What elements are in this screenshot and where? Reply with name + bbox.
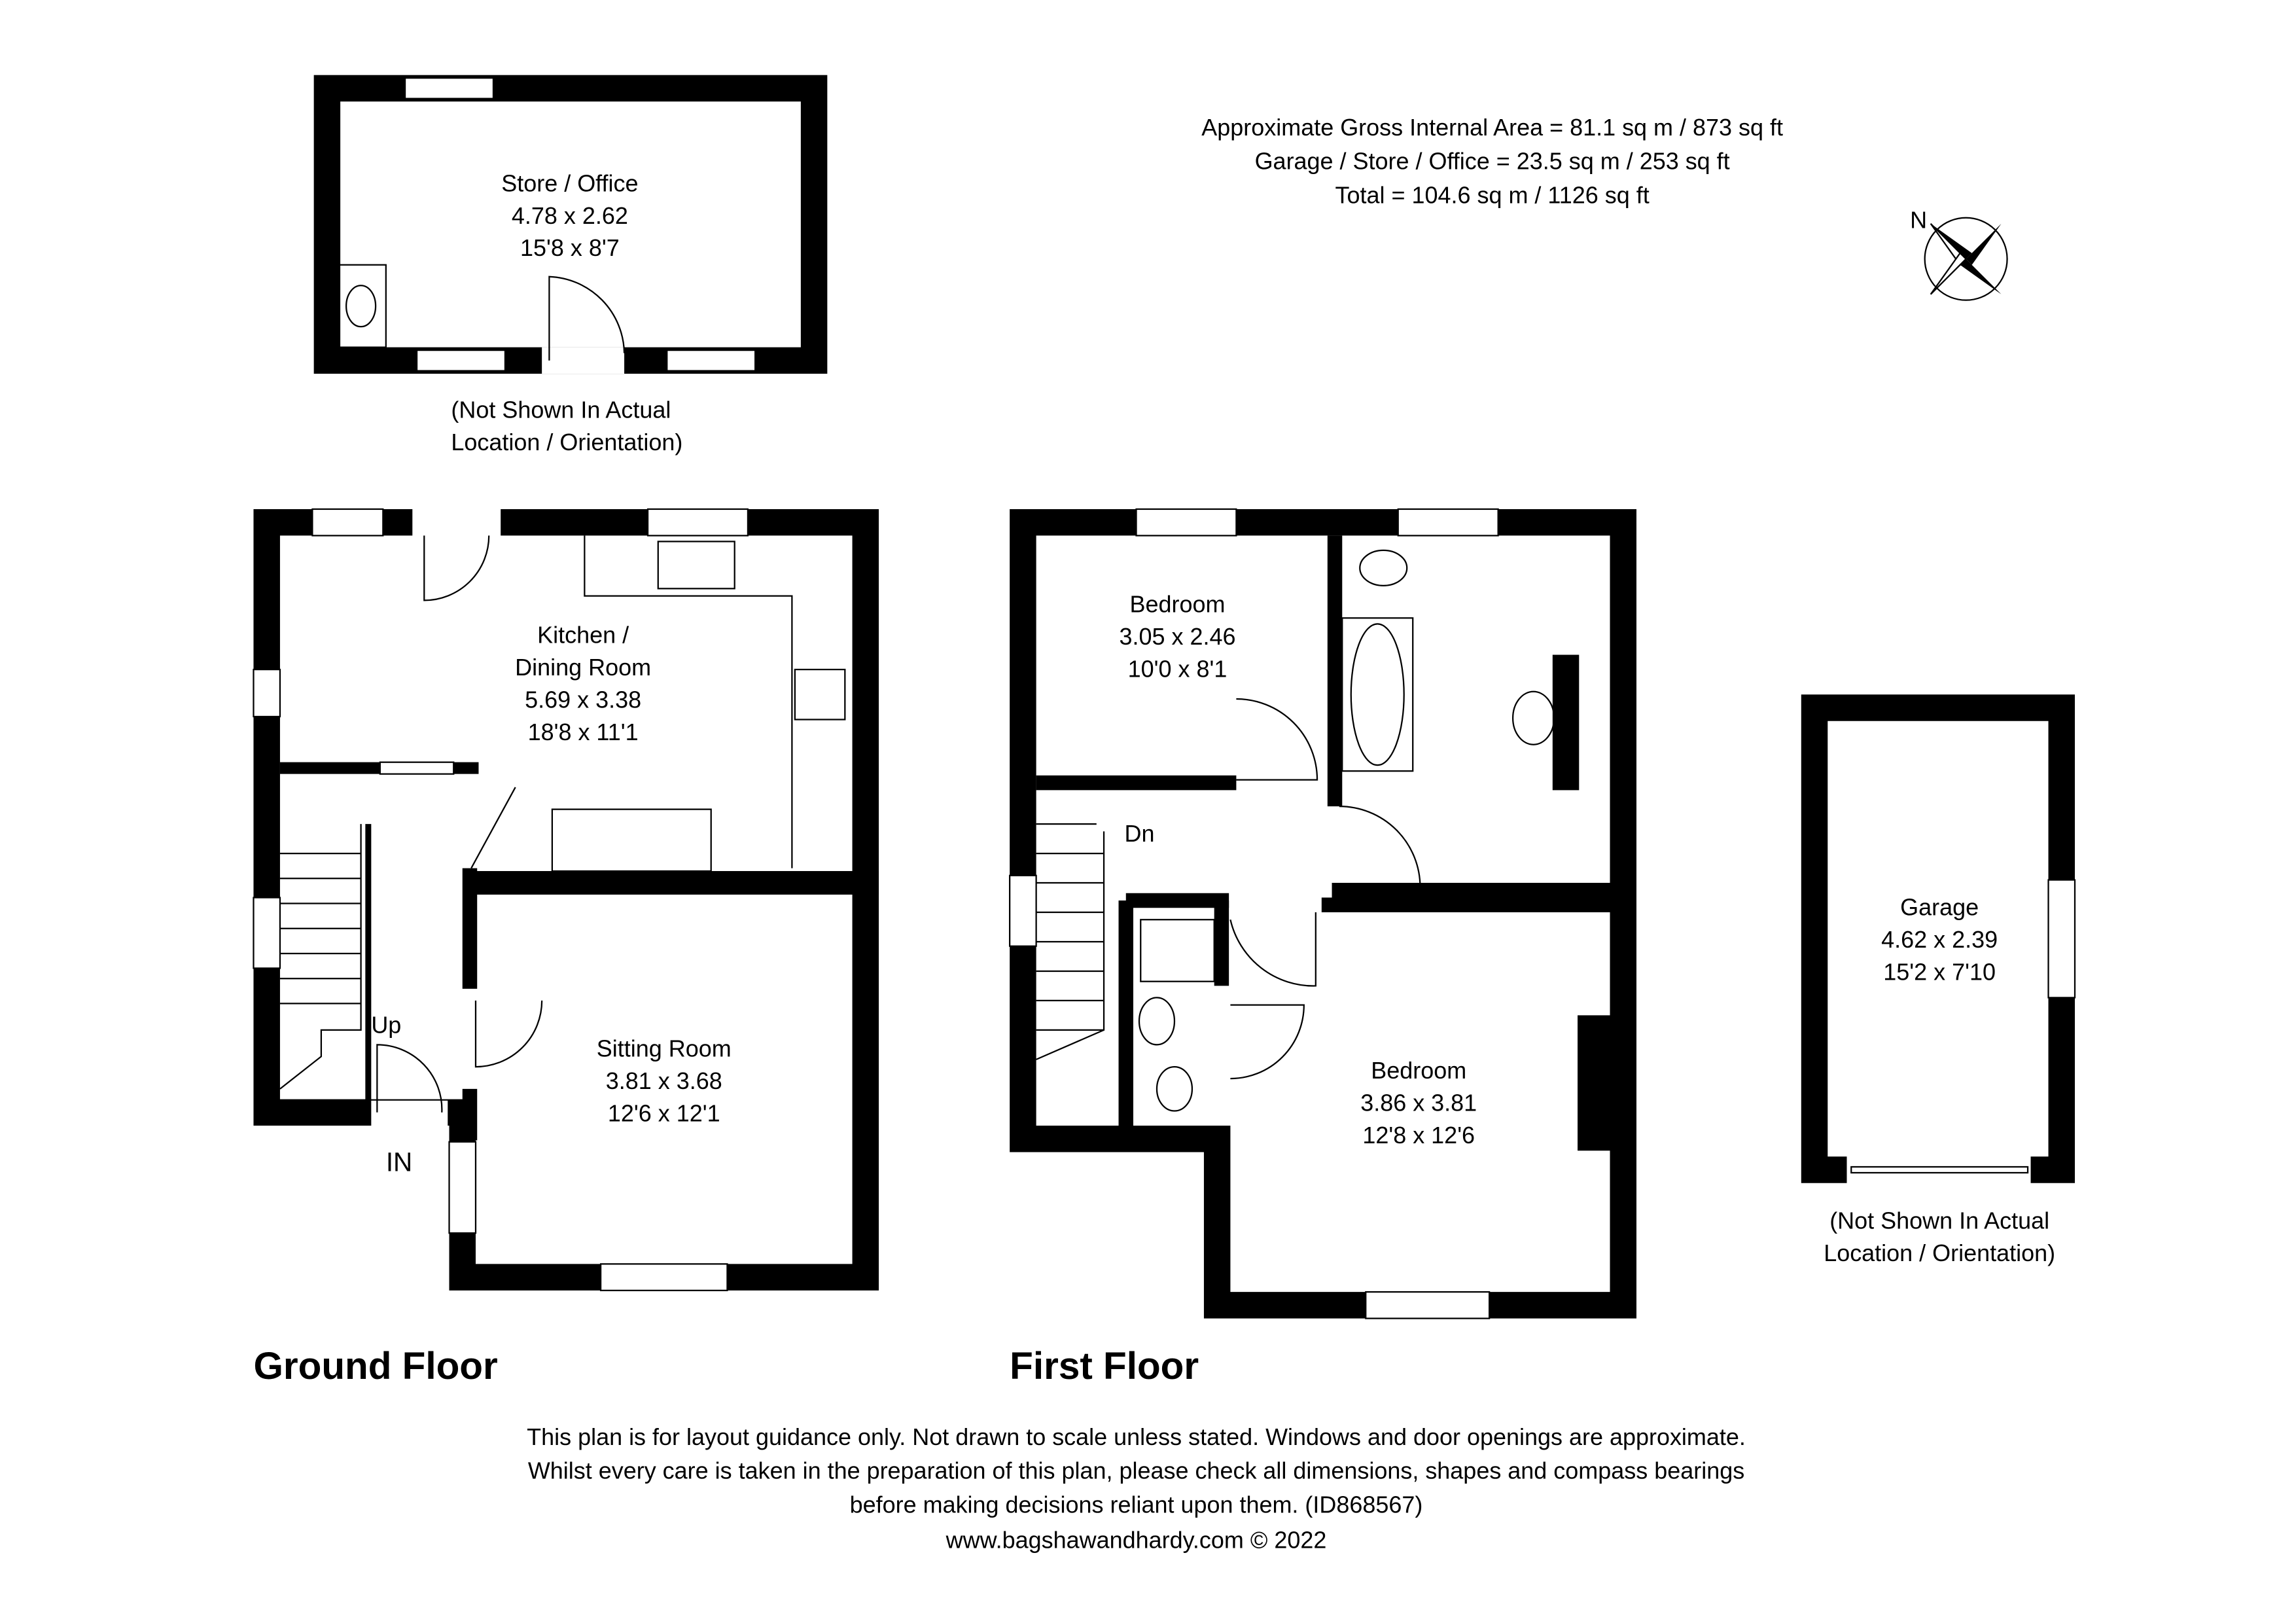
garage-store-area-text: Garage / Store / Office = 23.5 sq m / 25…	[1255, 148, 1730, 175]
sitting-room-imperial: 12'6 x 12'1	[608, 1099, 720, 1126]
compass-icon: N	[1910, 207, 2008, 301]
website-copyright[interactable]: www.bagshawandhardy.com © 2022	[945, 1526, 1327, 1553]
garage-name: Garage	[1900, 894, 1979, 921]
store-office-imperial: 15'8 x 8'7	[520, 234, 620, 261]
bedroom-2-imperial: 12'8 x 12'6	[1362, 1122, 1475, 1149]
first-floor-plan: Bedroom 3.05 x 2.46 10'0 x 8'1 Bedroom 3…	[1009, 508, 1636, 1387]
kitchen-name-1: Kitchen /	[537, 622, 629, 649]
garage-plan: Garage 4.62 x 2.39 15'2 x 7'10 (Not Show…	[1801, 694, 2076, 1266]
bedroom-1-name: Bedroom	[1129, 590, 1225, 617]
stairs-up-label: Up	[371, 1011, 401, 1038]
store-office-metric: 4.78 x 2.62	[512, 202, 628, 229]
sitting-room-name: Sitting Room	[597, 1035, 732, 1061]
store-office-name: Store / Office	[501, 169, 638, 196]
bedroom-2-metric: 3.86 x 3.81	[1360, 1090, 1477, 1116]
bedroom-2-name: Bedroom	[1371, 1057, 1466, 1084]
disclaimer-line-1: This plan is for layout guidance only. N…	[527, 1423, 1746, 1450]
kitchen-metric: 5.69 x 3.38	[525, 686, 641, 713]
garage-note-2: Location / Orientation)	[1824, 1240, 2055, 1266]
kitchen-name-2: Dining Room	[515, 654, 651, 681]
disclaimer: This plan is for layout guidance only. N…	[527, 1423, 1746, 1553]
garage-note-1: (Not Shown In Actual	[1829, 1207, 2049, 1234]
kitchen-imperial: 18'8 x 11'1	[528, 719, 639, 745]
total-area-text: Total = 104.6 sq m / 1126 sq ft	[1335, 181, 1650, 208]
sitting-room-metric: 3.81 x 3.68	[606, 1067, 722, 1094]
garage-imperial: 15'2 x 7'10	[1883, 958, 1996, 985]
disclaimer-line-3: before making decisions reliant upon the…	[850, 1491, 1423, 1518]
store-office-note-1: (Not Shown In Actual	[451, 397, 671, 423]
bedroom-1-metric: 3.05 x 2.46	[1119, 623, 1235, 650]
disclaimer-line-2: Whilst every care is taken in the prepar…	[528, 1457, 1744, 1484]
bedroom-1-imperial: 10'0 x 8'1	[1128, 655, 1227, 682]
entrance-label: IN	[386, 1147, 412, 1177]
stairs-down-label: Dn	[1125, 820, 1155, 847]
ground-floor-plan: Kitchen / Dining Room 5.69 x 3.38 18'8 x…	[253, 505, 879, 1387]
compass-north-label: N	[1910, 207, 1927, 234]
store-office-note-2: Location / Orientation)	[451, 429, 682, 455]
area-summary: Approximate Gross Internal Area = 81.1 s…	[1201, 114, 1783, 208]
ground-floor-title: Ground Floor	[253, 1345, 497, 1387]
store-office-plan: Store / Office 4.78 x 2.62 15'8 x 8'7 (N…	[313, 75, 828, 455]
first-floor-title: First Floor	[1010, 1345, 1199, 1387]
garage-metric: 4.62 x 2.39	[1881, 926, 1998, 953]
gross-area-text: Approximate Gross Internal Area = 81.1 s…	[1201, 114, 1783, 141]
